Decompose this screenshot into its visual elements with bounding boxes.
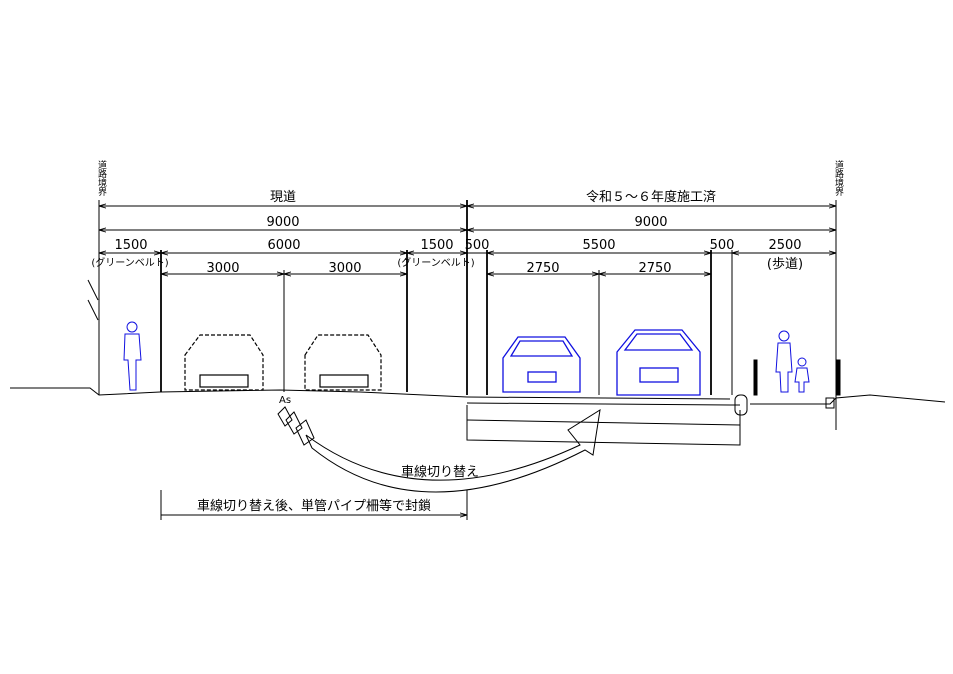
existing-road-title: 現道 <box>270 190 296 205</box>
left-road-boundary: 道路境界 <box>96 159 107 395</box>
dimension-lines <box>99 206 836 395</box>
existing-car-1 <box>184 334 264 391</box>
ground-profile <box>10 279 946 446</box>
pedestrian-left <box>123 321 142 391</box>
pavement-label: As <box>279 395 291 406</box>
pedestrians-sidewalk <box>753 330 841 396</box>
new-car-2 <box>616 329 701 396</box>
lane-switch-label: 車線切り替え <box>401 464 479 480</box>
dim-existing-roadway: 6000 <box>267 238 300 253</box>
dim-new-lane-1: 2750 <box>526 261 559 276</box>
new-car-1 <box>502 336 581 393</box>
boundary-label-left: 道路境界 <box>96 159 107 197</box>
lane-switch-arrow: 車線切り替え <box>305 408 601 493</box>
dim-existing-lane-2: 3000 <box>328 261 361 276</box>
closure-note-text: 車線切り替え後、単管パイプ柵等で封鎖 <box>197 498 431 514</box>
dim-sidewalk: 2500 <box>768 238 801 253</box>
dim-green-belt-left: 1500 <box>114 238 147 253</box>
green-belt-label-left: (グリーンベルト) <box>91 256 168 269</box>
boundary-label-right: 道路境界 <box>833 159 844 197</box>
completed-section-title: 令和５～６年度施工済 <box>586 189 716 205</box>
dim-new-lane-2: 2750 <box>638 261 671 276</box>
green-belt-label-right: (グリーンベルト) <box>397 256 474 269</box>
sidewalk-label: (歩道) <box>767 257 803 272</box>
dim-new-roadway: 5500 <box>582 238 615 253</box>
existing-car-2 <box>304 334 382 391</box>
dim-shoulder-right: 500 <box>710 238 735 253</box>
closure-note: 車線切り替え後、単管パイプ柵等で封鎖 <box>160 490 468 520</box>
dim-completed-total: 9000 <box>634 215 667 230</box>
dim-existing-total: 9000 <box>266 215 299 230</box>
asphalt-blocks <box>277 406 315 446</box>
dim-shoulder-left: 500 <box>465 238 490 253</box>
dim-green-belt-right: 1500 <box>420 238 453 253</box>
dim-existing-lane-1: 3000 <box>206 261 239 276</box>
